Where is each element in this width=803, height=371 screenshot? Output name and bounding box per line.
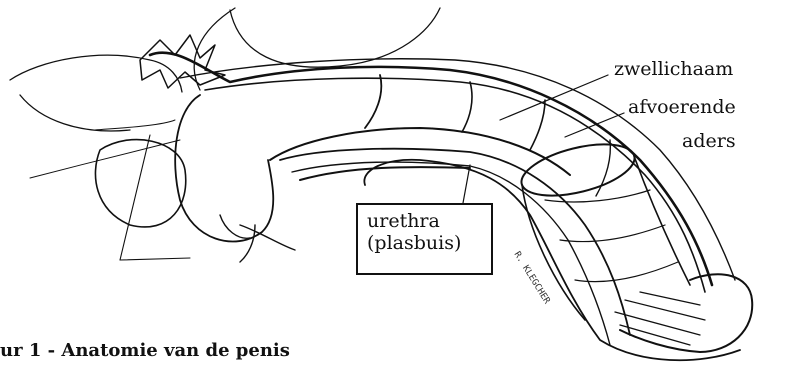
label-zwellichaam: zwellichaam (614, 58, 733, 80)
branch-vein-2 (462, 82, 472, 132)
ligament-lines (220, 215, 295, 262)
glans-outline (620, 274, 752, 352)
prostate-outline (95, 140, 185, 227)
figure-caption: ur 1 - Anatomie van de penis (0, 340, 290, 361)
branch-vein-1 (365, 75, 381, 128)
branch-vein-3 (530, 100, 545, 150)
pelvic-outline (20, 95, 130, 131)
shaft-lower-edge (300, 167, 470, 180)
cross-section-top (516, 135, 639, 206)
pointer-afvoerende (565, 113, 624, 137)
label-aders: aders (682, 130, 736, 152)
bulb-outline (175, 95, 273, 242)
label-plasbuis: (plasbuis) (367, 232, 491, 254)
urethra-label-box: urethra (plasbuis) (356, 203, 493, 275)
pointer-urethra (463, 165, 470, 203)
bladder-outline (10, 55, 182, 92)
pelvic-line-2 (120, 258, 190, 260)
leader-line (30, 140, 180, 178)
abdomen-outline (194, 8, 235, 90)
label-urethra: urethra (367, 210, 491, 232)
glans-mesh (615, 292, 705, 345)
leader-line-2 (95, 120, 175, 130)
nerve-tangle (140, 35, 225, 88)
label-afvoerende: afvoerende (628, 96, 736, 118)
